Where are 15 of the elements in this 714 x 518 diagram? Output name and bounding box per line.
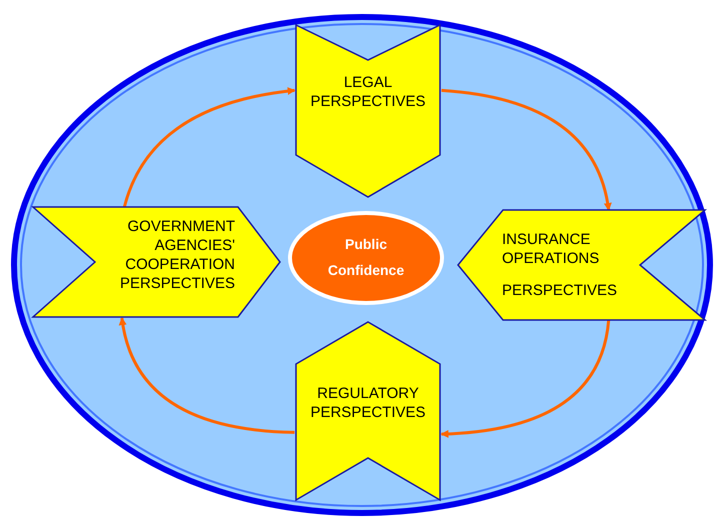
chevron-shape xyxy=(458,210,705,320)
node-label: Public Confidence xyxy=(326,235,406,280)
node-label: INSURANCE OPERATIONS xyxy=(502,230,600,268)
curved-arrow xyxy=(440,320,610,438)
curved-arrow xyxy=(119,317,295,434)
curved-arrow xyxy=(122,87,296,208)
curved-arrow xyxy=(441,88,612,211)
node-label: GOVERNMENT AGENCIES' COOPERATION PERSPECTIVES xyxy=(118,217,235,293)
node-label: PERSPECTIVES xyxy=(502,281,618,300)
chevron-shape xyxy=(296,322,440,500)
oval-shape xyxy=(288,211,444,305)
node-label: LEGAL PERSPECTIVES xyxy=(309,73,427,111)
chevron-shape xyxy=(33,207,280,317)
node-label: REGULATORY PERSPECTIVES xyxy=(309,384,427,422)
chevron-shape xyxy=(296,25,440,197)
